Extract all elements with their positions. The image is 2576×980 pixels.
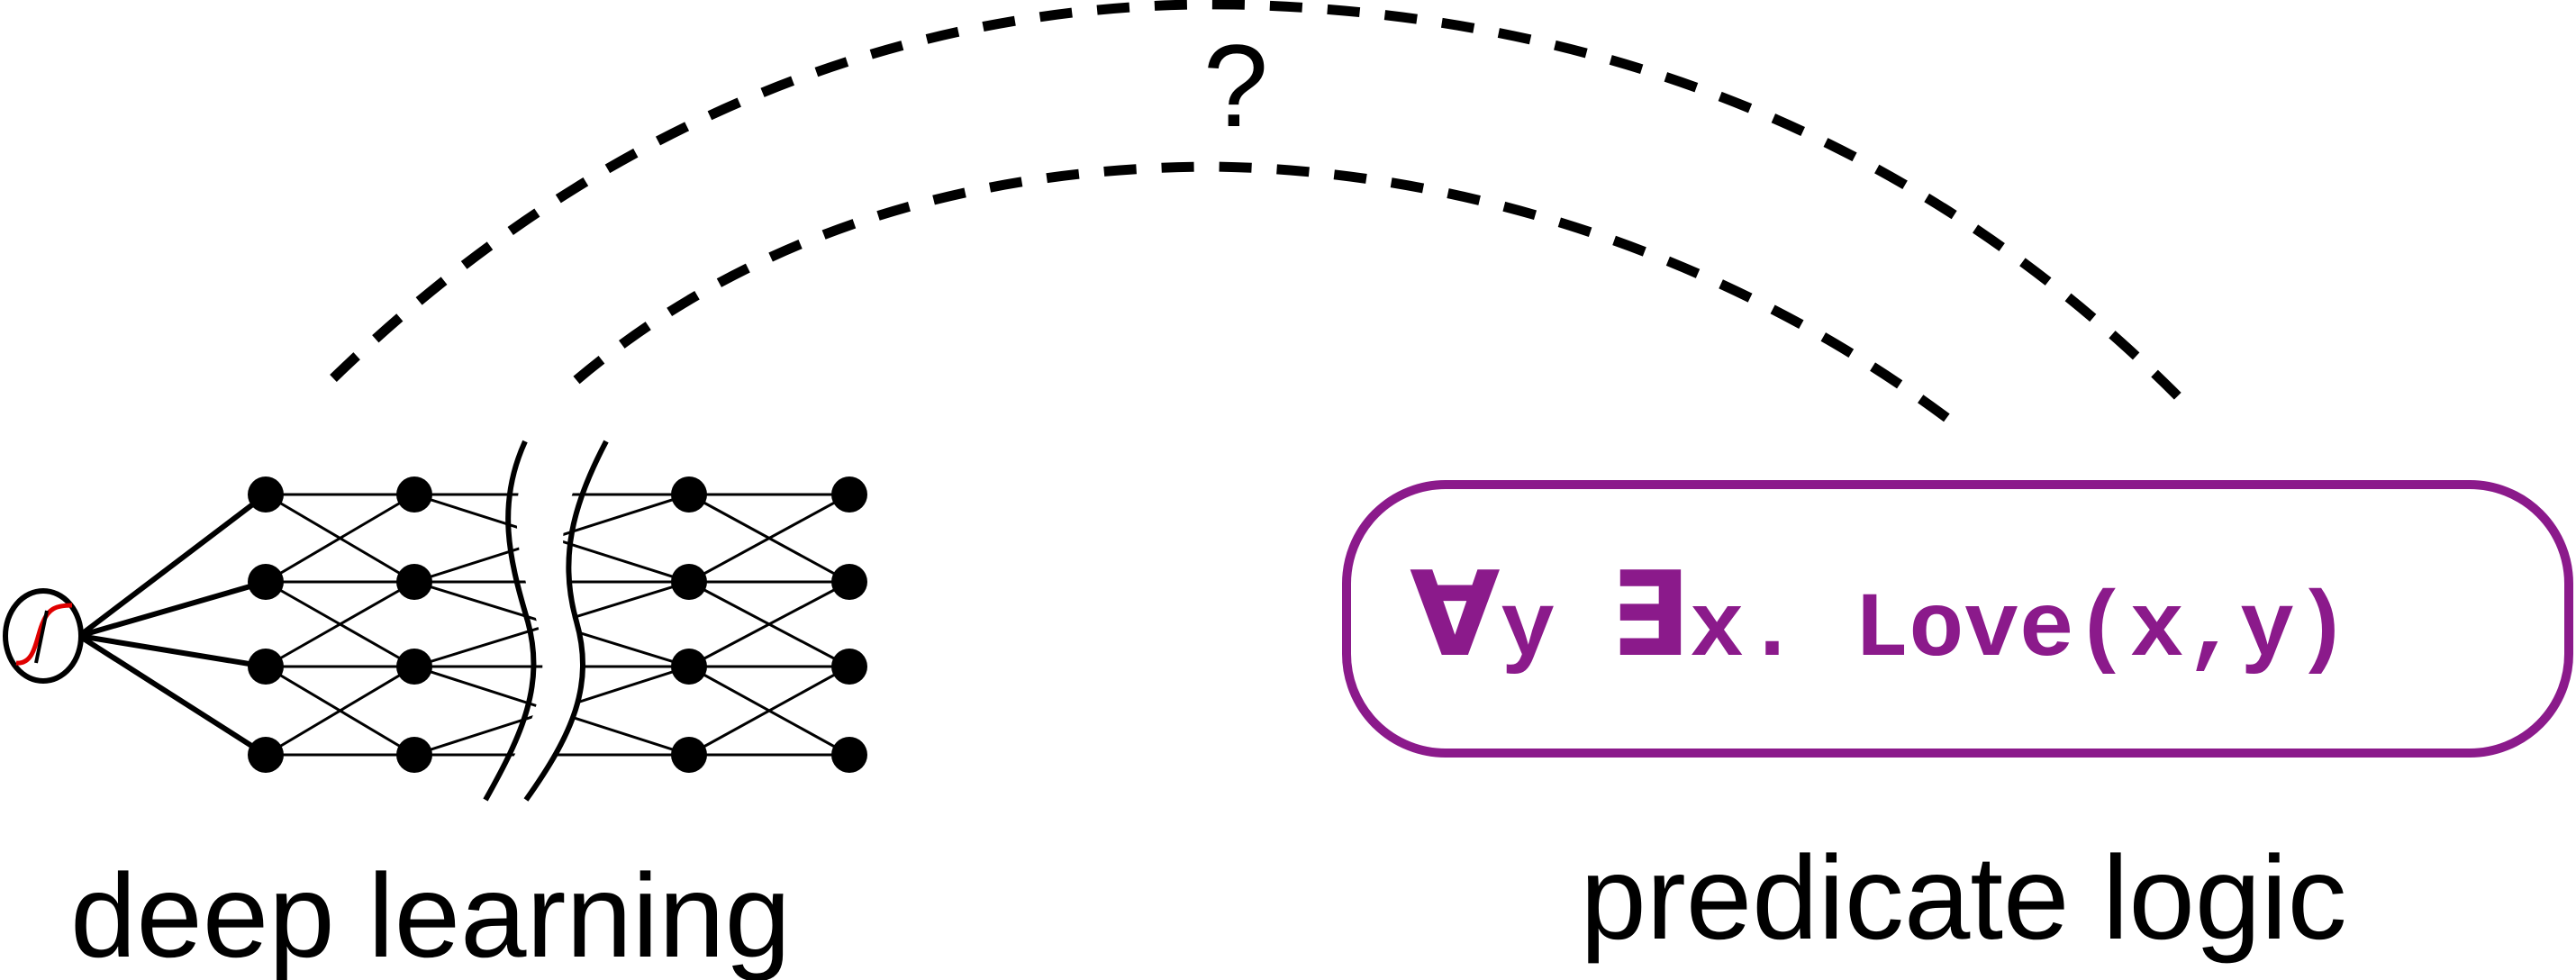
activation-axis (34, 610, 49, 664)
network-node (248, 649, 284, 685)
network-nodes (248, 476, 867, 773)
forall-symbol: ∀ (1410, 546, 1501, 683)
input-connection (77, 492, 268, 639)
predicate-logic-box: ∀y ∃x. Love(x,y) (1342, 480, 2573, 758)
input-connection (78, 633, 267, 669)
input-connection (77, 633, 268, 758)
formula-frame (1342, 480, 2573, 758)
predicate-expression: Love(x,y) (1854, 578, 2350, 683)
network-node (831, 564, 867, 600)
network-break-mask (486, 441, 608, 800)
network-node (396, 476, 432, 513)
input-connection (78, 579, 267, 639)
question-mark: ? (1203, 20, 1268, 151)
network-node (831, 649, 867, 685)
outer-dashed-arc (330, 0, 2183, 402)
formula-text: ∀y ∃x. Love(x,y) (1410, 546, 2350, 683)
network-connection (688, 580, 850, 668)
network-edges (77, 492, 850, 758)
network-node (248, 737, 284, 773)
network-connection (688, 493, 850, 584)
network-connection (265, 493, 415, 584)
network-node (671, 476, 707, 513)
network-node (671, 649, 707, 685)
network-node (248, 476, 284, 513)
deep-learning-caption: deep learning (70, 849, 791, 980)
predicate-logic-caption: predicate logic (1580, 831, 2346, 964)
input-neuron (3, 588, 84, 684)
network-break-line (523, 440, 609, 802)
network-node (671, 564, 707, 600)
inner-dashed-arc (573, 161, 1967, 435)
network-node (396, 564, 432, 600)
network-node (248, 564, 284, 600)
forall-variable: y (1501, 578, 1556, 683)
neural-network (3, 440, 867, 802)
exists-variable: x. (1690, 578, 1800, 683)
network-node (671, 737, 707, 773)
network-node (396, 649, 432, 685)
network-connection (265, 580, 415, 668)
network-node (831, 476, 867, 513)
network-connection (265, 665, 415, 757)
bridge-arcs (330, 0, 2183, 435)
exists-symbol: ∃ (1610, 546, 1690, 683)
network-node (831, 737, 867, 773)
network-node (396, 737, 432, 773)
network-connection (688, 665, 850, 757)
network-break-line (483, 440, 537, 802)
